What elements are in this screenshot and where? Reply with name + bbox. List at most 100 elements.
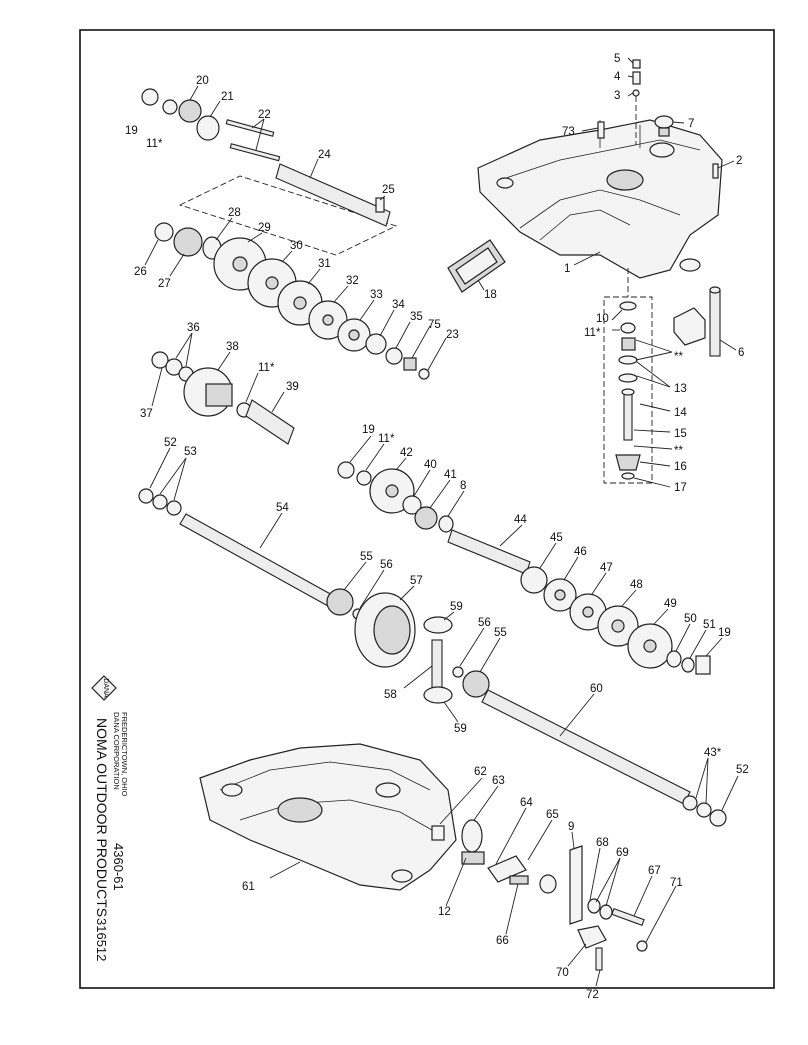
- callout-37: 37: [140, 408, 153, 420]
- gear-cluster-upper: [154, 222, 430, 380]
- callout-7: 7: [688, 118, 694, 130]
- callout-47: 47: [600, 562, 613, 574]
- callout-53: 53: [184, 446, 197, 458]
- callout-55-b: 55: [494, 627, 507, 639]
- callout-13: 13: [674, 383, 687, 395]
- callout-29: 29: [258, 222, 271, 234]
- callout-64: 64: [520, 797, 533, 809]
- callout-52-b: 52: [736, 764, 749, 776]
- callout-22: 22: [258, 109, 271, 121]
- callout-46: 46: [574, 546, 587, 558]
- callout-45: 45: [550, 532, 563, 544]
- callout-16: 16: [674, 461, 687, 473]
- callout-56-b: 56: [478, 617, 491, 629]
- callout-65: 65: [546, 809, 559, 821]
- callout-23: 23: [446, 329, 459, 341]
- callout-43: 43*: [704, 747, 722, 759]
- callout-72: 72: [586, 989, 599, 1001]
- callout-40: 40: [424, 459, 437, 471]
- callout-4: 4: [614, 71, 621, 83]
- callout-18: 18: [484, 289, 497, 301]
- differential-pinions: [423, 616, 453, 704]
- model-number: 4360-61: [111, 843, 126, 891]
- right-axle-group: [452, 666, 727, 827]
- callout-19: 19: [125, 125, 138, 137]
- callout-34: 34: [392, 299, 405, 311]
- callout-24: 24: [318, 149, 331, 161]
- drive-chain: [447, 239, 506, 293]
- callout-38: 38: [226, 341, 239, 353]
- callout-30: 30: [290, 240, 303, 252]
- shift-bracket: [673, 286, 721, 357]
- corporation-line-1: DANA CORPORATION: [112, 712, 121, 790]
- gear-cluster-middle: [151, 351, 295, 445]
- callout-59-a: 59: [450, 601, 463, 613]
- callout-73: 73: [562, 126, 575, 138]
- callout-39: 39: [286, 381, 299, 393]
- dana-logo: DANA: [91, 675, 117, 701]
- callout-28: 28: [228, 207, 241, 219]
- leader-lines: [144, 57, 739, 987]
- callout-15: 15: [674, 428, 687, 440]
- callout-56-a: 56: [380, 559, 393, 571]
- callout-63: 63: [492, 775, 505, 787]
- callout-48: 48: [630, 579, 643, 591]
- callout-26: 26: [134, 266, 147, 278]
- left-axle-group: [138, 488, 416, 668]
- callout-27: 27: [158, 278, 171, 290]
- callout-62: 62: [474, 766, 487, 778]
- callout-41: 41: [444, 469, 457, 481]
- callout-61: 61: [242, 881, 255, 893]
- callout-55-a: 55: [360, 551, 373, 563]
- callout-14: 14: [674, 407, 687, 419]
- svg-text:DANA: DANA: [102, 678, 109, 698]
- callout-58: 58: [384, 689, 397, 701]
- callout-36: 36: [187, 322, 200, 334]
- callout-11: 11*: [146, 138, 163, 150]
- callout-3: 3: [614, 90, 620, 102]
- callout-19-b: 19: [362, 424, 375, 436]
- callout-11-stack: 11*: [584, 327, 601, 339]
- lower-housing: [199, 743, 457, 891]
- callout-33: 33: [370, 289, 383, 301]
- callout-8: 8: [460, 480, 466, 492]
- callout-32: 32: [346, 275, 359, 287]
- callout-2: 2: [736, 155, 742, 167]
- callout-31: 31: [318, 258, 331, 270]
- part-number: 316512: [94, 918, 109, 961]
- callout-25: 25: [382, 184, 395, 196]
- brake-assembly: [431, 819, 648, 971]
- countershaft-group: [141, 88, 398, 256]
- callout-67: 67: [648, 865, 661, 877]
- callout-21: 21: [221, 91, 234, 103]
- callout-70: 70: [556, 967, 569, 979]
- upper-housing: [477, 119, 723, 279]
- callout-19-c: 19: [718, 627, 731, 639]
- callout-49: 49: [664, 598, 677, 610]
- callout-66: 66: [496, 935, 509, 947]
- output-shaft-group: [447, 529, 711, 675]
- callout-11-b: 11*: [378, 433, 395, 445]
- callout-12: 12: [438, 906, 451, 918]
- callout-1: 1: [564, 263, 570, 275]
- callout-44: 44: [514, 514, 527, 526]
- callout-57: 57: [410, 575, 423, 587]
- callout-54: 54: [276, 502, 289, 514]
- callout-68: 68: [596, 837, 609, 849]
- callout-35: 35: [410, 311, 423, 323]
- callout-42: 42: [400, 447, 413, 459]
- callout-59-b: 59: [454, 723, 467, 735]
- corporation-line-2: FREDERICTOWN, OHIO: [120, 712, 129, 797]
- callout-52-a: 52: [164, 437, 177, 449]
- company-name: NOMA OUTDOOR PRODUCTS: [94, 718, 110, 917]
- callout-50: 50: [684, 613, 697, 625]
- callout-10: 10: [596, 313, 609, 325]
- callout-20: 20: [196, 75, 209, 87]
- callout-75: 75: [428, 319, 441, 331]
- shifter-stack: [603, 268, 653, 484]
- callout-17: 17: [674, 482, 687, 494]
- callout-69: 69: [616, 847, 629, 859]
- callout-5: 5: [614, 53, 620, 65]
- bevel-gear-group: [337, 461, 454, 533]
- callout-71: 71: [670, 877, 683, 889]
